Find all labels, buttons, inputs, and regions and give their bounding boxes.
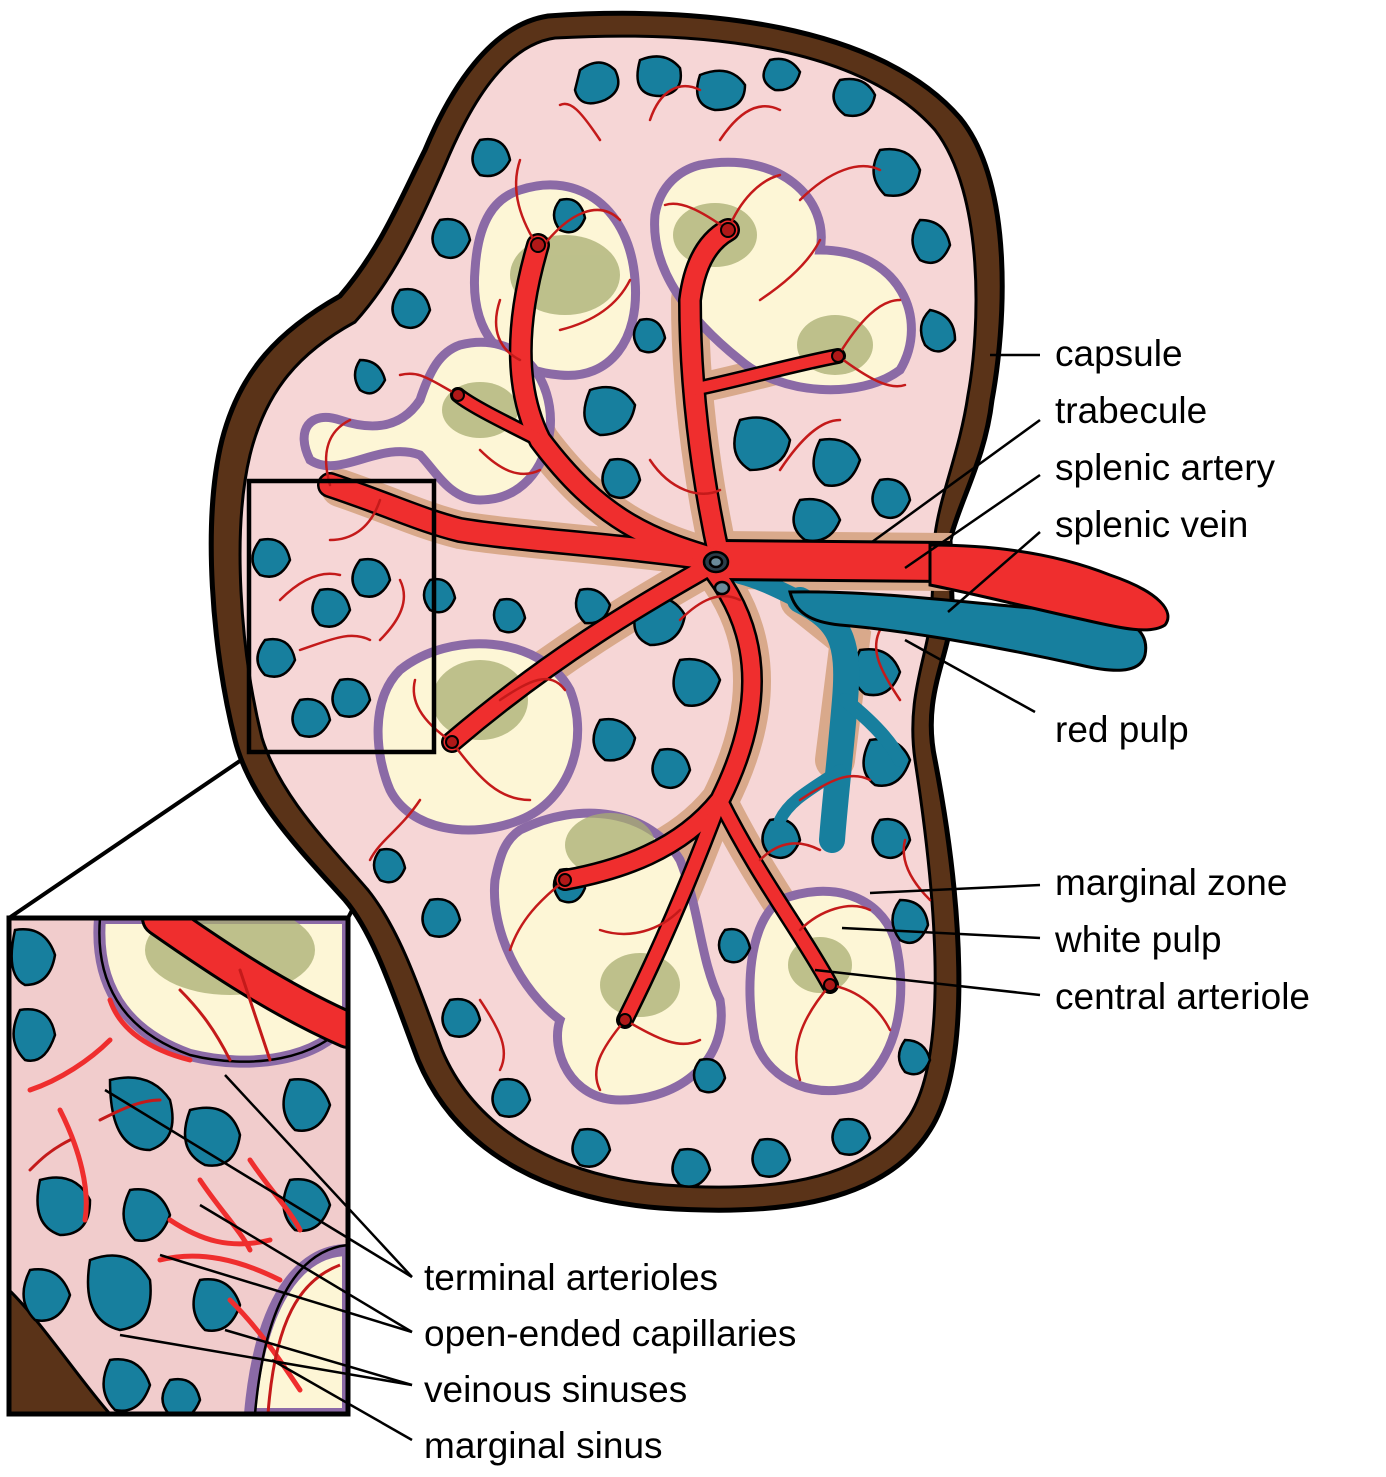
label-veinous-sinuses: veinous sinuses: [424, 1369, 687, 1410]
label-capsule: capsule: [1055, 333, 1183, 374]
label-central-arteriole: central arteriole: [1055, 976, 1310, 1017]
label-splenic-artery: splenic artery: [1055, 447, 1276, 488]
zoomed-inset: [9, 905, 348, 1418]
label-splenic-vein: splenic vein: [1055, 504, 1248, 545]
label-white-pulp: white pulp: [1054, 919, 1222, 960]
label-marginal-zone: marginal zone: [1055, 862, 1287, 903]
label-red-pulp: red pulp: [1055, 709, 1189, 750]
label-terminal-arterioles: terminal arterioles: [424, 1257, 718, 1298]
label-open-ended-capillaries: open-ended capillaries: [424, 1313, 796, 1354]
label-marginal-sinus: marginal sinus: [424, 1425, 663, 1466]
label-trabecule: trabecule: [1055, 390, 1207, 431]
